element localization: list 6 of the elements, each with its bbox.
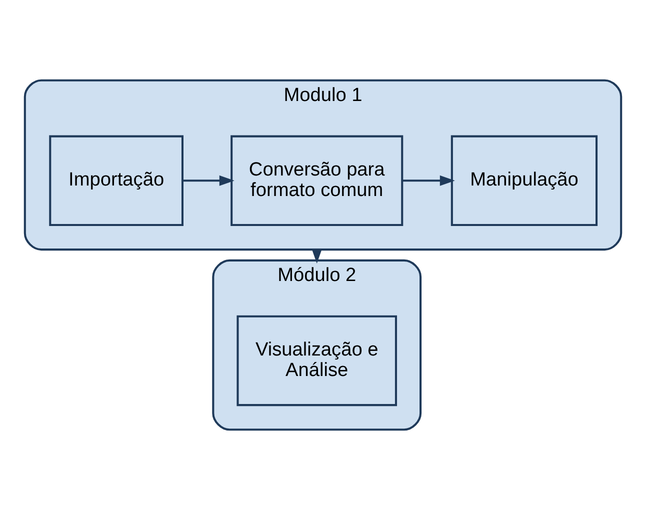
arrow xyxy=(402,175,455,186)
node-box: Importação xyxy=(49,135,184,226)
arrow xyxy=(182,175,234,186)
node-box: Visualização e Análise xyxy=(236,315,398,406)
node-box: Manipulação xyxy=(450,135,598,226)
node-box: Conversão para formato comum xyxy=(230,135,404,226)
